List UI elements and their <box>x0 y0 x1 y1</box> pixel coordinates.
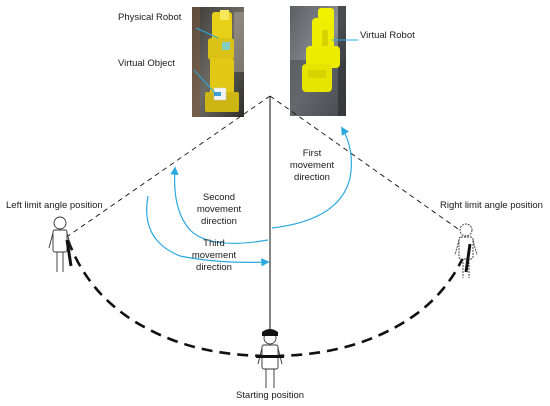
label-right-limit: Right limit angle position <box>440 200 543 211</box>
virtual-robot-joint <box>306 46 340 68</box>
left-person-icon <box>48 216 72 272</box>
left-limit-line <box>67 95 271 237</box>
label-third-line1: Third <box>203 238 225 249</box>
robot-base-upper <box>210 58 234 94</box>
starting-person-icon <box>257 331 283 388</box>
first-movement-arrow <box>271 126 352 229</box>
label-first-line1: First <box>303 148 322 159</box>
leader-physical-robot <box>195 27 219 39</box>
label-virtual-object: Virtual Object <box>118 58 175 69</box>
label-third-line3: direction <box>196 262 232 273</box>
right-headset-marker <box>464 243 472 273</box>
label-left-limit: Left limit angle position <box>6 200 103 211</box>
label-virtual-robot: Virtual Robot <box>360 30 415 41</box>
right-limit-line <box>269 95 469 237</box>
leader-virtual-object <box>193 69 216 94</box>
label-second-line3: direction <box>201 216 237 227</box>
label-second-line1: Second <box>203 192 235 203</box>
label-first-line2: movement <box>290 160 335 171</box>
label-first-line3: direction <box>294 172 330 183</box>
starting-marker-bar <box>256 355 284 358</box>
label-starting-position: Starting position <box>236 390 304 401</box>
hololens-headset-icon <box>262 329 278 336</box>
third-movement-arrow <box>146 195 270 267</box>
left-headset-marker <box>65 239 73 267</box>
label-second-line2: movement <box>197 204 242 215</box>
label-physical-robot: Physical Robot <box>118 12 182 23</box>
physical-robot-photo <box>192 7 244 117</box>
robot-base <box>205 92 239 112</box>
second-movement-arrow <box>170 166 269 244</box>
label-third-line2: movement <box>192 250 237 261</box>
virtual-robot-photo <box>290 6 346 116</box>
robot-joint <box>208 38 234 60</box>
